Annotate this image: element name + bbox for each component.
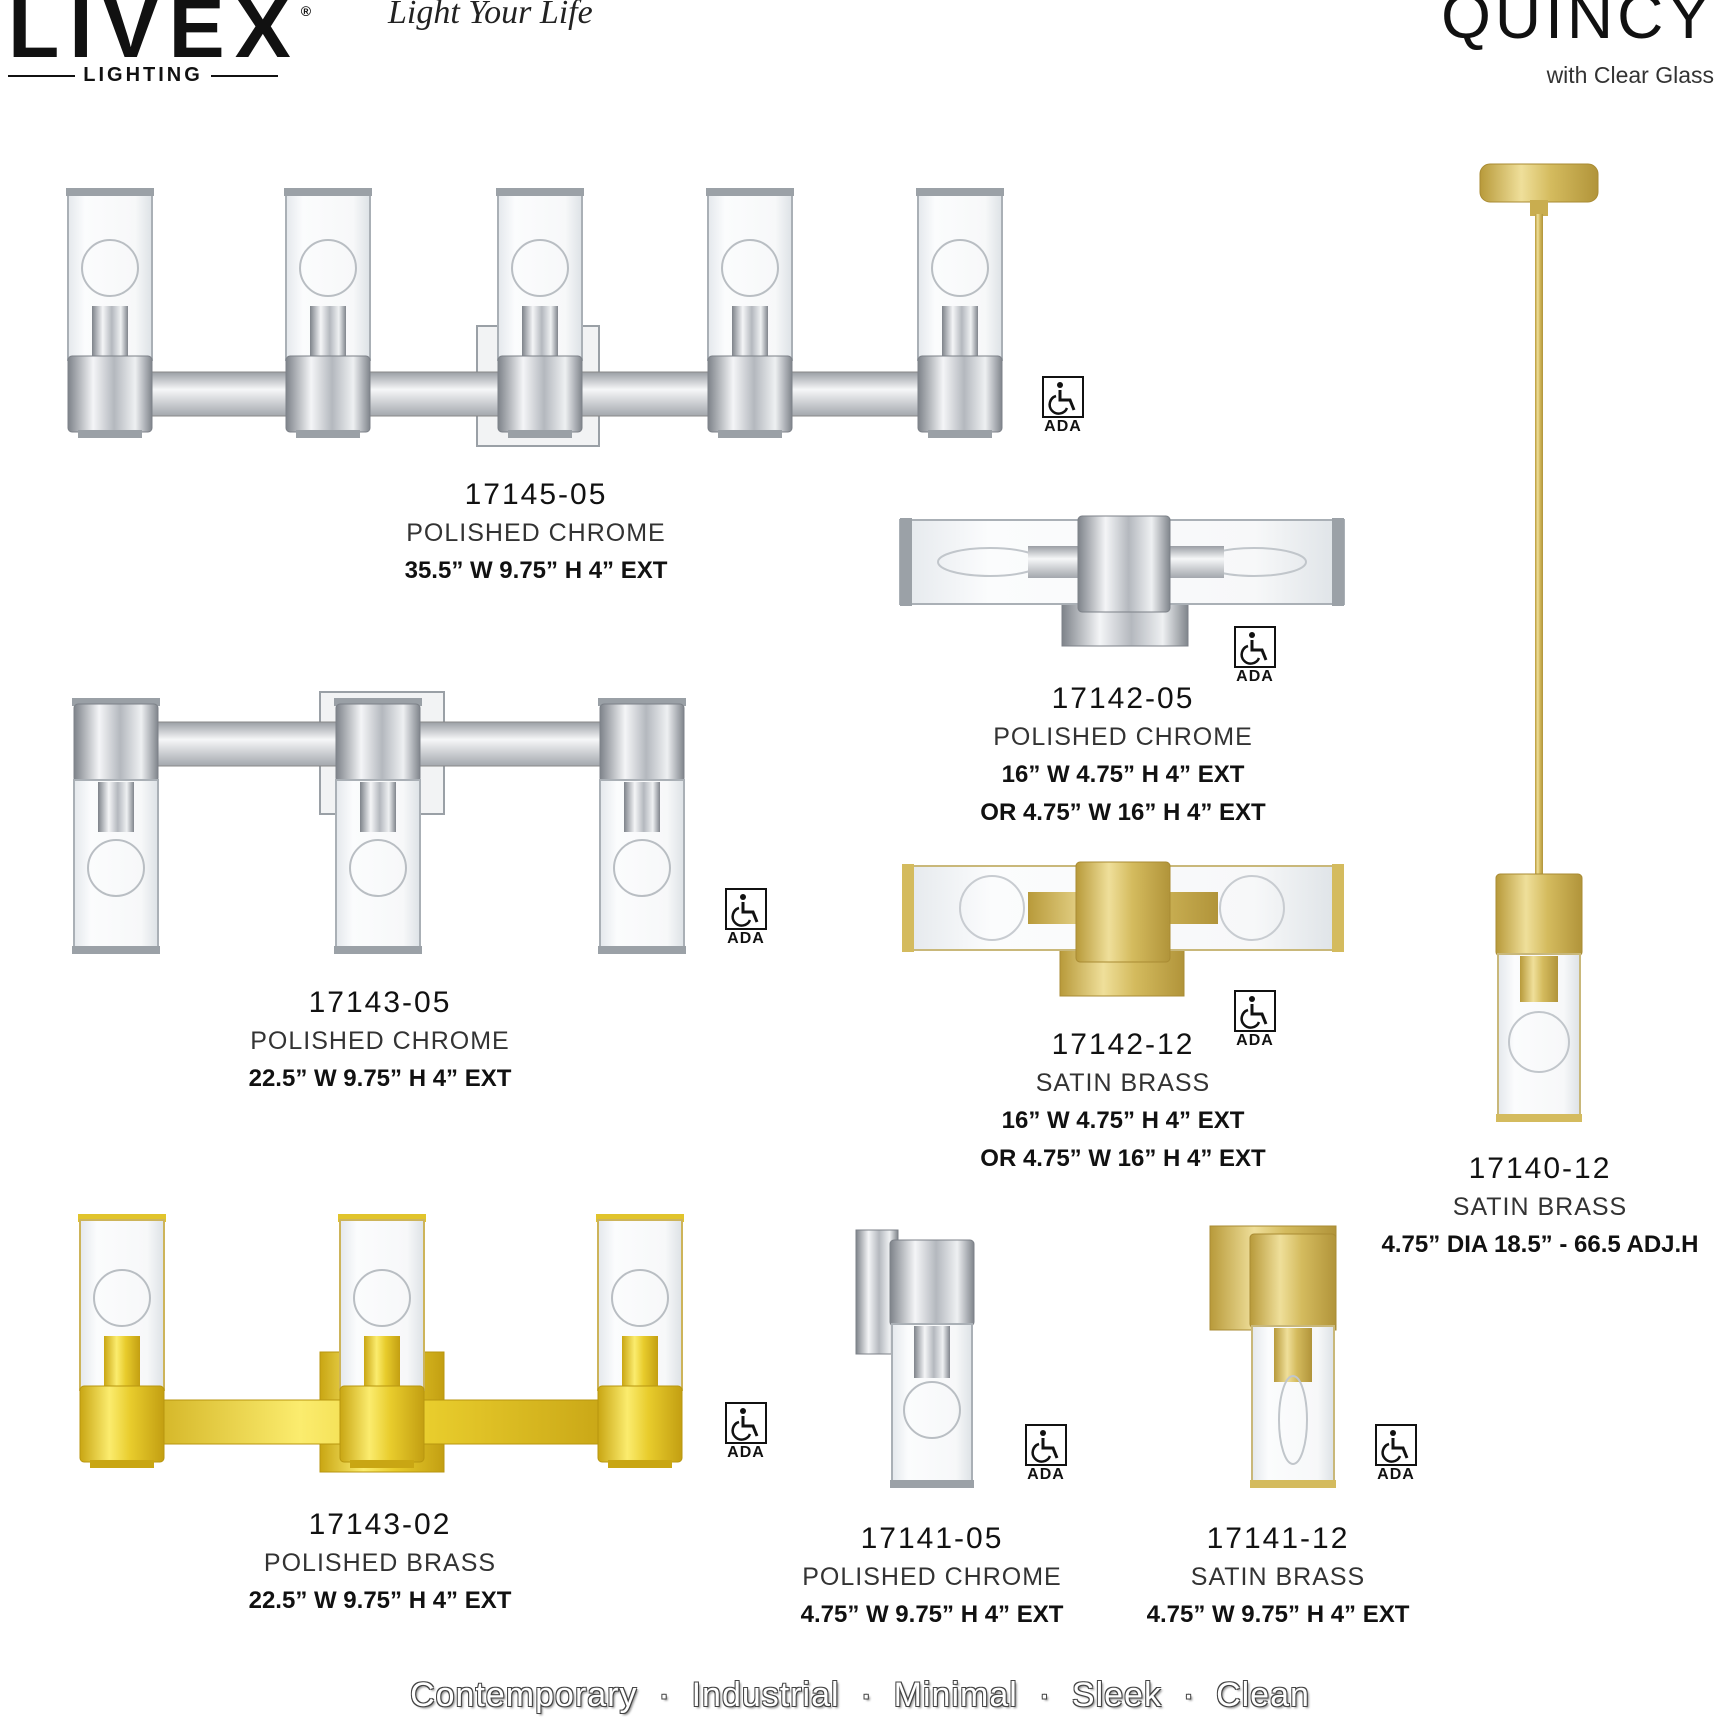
- dimensions: 22.5” W 9.75” H 4” EXT: [248, 1587, 512, 1614]
- finish-name: POLISHED CHROME: [993, 723, 1253, 751]
- dimensions: 4.75” DIA 18.5” - 66.5 ADJ.H: [1381, 1231, 1699, 1258]
- product-caption-17141-12: 17141-12 SATIN BRASS 4.75” W 9.75” H 4” …: [1147, 1520, 1410, 1634]
- fixture-17143-02: [78, 1214, 684, 1473]
- brand-sub-text: LIGHTING: [83, 64, 203, 86]
- dimensions: 4.75” W 9.75” H 4” EXT: [800, 1601, 1064, 1628]
- ada-label: ADA: [1377, 1466, 1415, 1483]
- ada-label: ADA: [727, 930, 765, 947]
- product-caption-17143-05: 17143-05 POLISHED CHROME 22.5” W 9.75” H…: [249, 984, 512, 1098]
- product-caption-17141-05: 17141-05 POLISHED CHROME 4.75” W 9.75” H…: [801, 1520, 1064, 1634]
- tagline: Light Your Life: [388, 0, 593, 31]
- ada-badge: ADA: [723, 888, 769, 948]
- ada-label: ADA: [1027, 1466, 1065, 1483]
- fixture-17141-12: [1209, 1225, 1337, 1488]
- wheelchair-icon: [1240, 996, 1268, 1029]
- product-caption-17142-05: 17142-05 POLISHED CHROME 16” W 4.75” H 4…: [980, 680, 1265, 832]
- style-keywords-footer: Contemporary · Industrial · Minimal · Sl…: [410, 1676, 1310, 1714]
- brand-name: LIVEX: [8, 0, 301, 75]
- fixture-17142-12: [902, 861, 1344, 997]
- ada-label: ADA: [1236, 1032, 1274, 1049]
- wheelchair-icon: [731, 894, 759, 927]
- model-number: 17142-05: [1051, 682, 1195, 715]
- dimensions: 4.75” W 9.75” H 4” EXT: [1146, 1601, 1410, 1628]
- finish-name: POLISHED BRASS: [263, 1549, 497, 1577]
- dimensions: 35.5” W 9.75” H 4” EXT: [404, 557, 668, 584]
- model-number: 17140-12: [1468, 1152, 1612, 1185]
- brand-logo: LIVEX®: [8, 0, 311, 70]
- model-number: 17141-05: [860, 1522, 1004, 1555]
- series-title: QUINCY: [1441, 0, 1714, 52]
- product-caption-17142-12: 17142-12 SATIN BRASS 16” W 4.75” H 4” EX…: [980, 1026, 1265, 1178]
- finish-name: SATIN BRASS: [1452, 1193, 1628, 1221]
- ada-badge: ADA: [1023, 1424, 1069, 1484]
- fixture-17142-05: [899, 515, 1345, 647]
- wheelchair-icon: [731, 1408, 759, 1441]
- dimensions: 22.5” W 9.75” H 4” EXT: [248, 1065, 512, 1092]
- ada-badge: ADA: [1232, 990, 1278, 1050]
- model-number: 17145-05: [464, 478, 608, 511]
- finish-name: SATIN BRASS: [1190, 1563, 1366, 1591]
- finish-name: POLISHED CHROME: [406, 519, 666, 547]
- model-number: 17141-12: [1206, 1522, 1350, 1555]
- product-caption-17145-05: 17145-05 POLISHED CHROME 35.5” W 9.75” H…: [405, 476, 668, 590]
- ada-badge: ADA: [1040, 376, 1086, 436]
- wheelchair-icon: [1031, 1430, 1059, 1463]
- ada-badge: ADA: [723, 1402, 769, 1462]
- dimensions: 16” W 4.75” H 4” EXT: [1001, 1107, 1245, 1134]
- registered-mark: ®: [300, 3, 312, 19]
- series-subtitle: with Clear Glass: [1546, 62, 1714, 88]
- dimensions: 16” W 4.75” H 4” EXT: [1001, 761, 1245, 788]
- fixture-17143-05: [72, 691, 686, 954]
- wheelchair-icon: [1048, 382, 1076, 415]
- wheelchair-icon: [1381, 1430, 1409, 1463]
- ada-badge: ADA: [1373, 1424, 1419, 1484]
- finish-name: SATIN BRASS: [1035, 1069, 1211, 1097]
- product-caption-17140-12: 17140-12 SATIN BRASS 4.75” DIA 18.5” - 6…: [1381, 1150, 1698, 1264]
- model-number: 17143-05: [308, 986, 452, 1019]
- product-caption-17143-02: 17143-02 POLISHED BRASS 22.5” W 9.75” H …: [249, 1506, 512, 1620]
- finish-name: POLISHED CHROME: [250, 1027, 510, 1055]
- dimensions-alt: OR 4.75” W 16” H 4” EXT: [980, 1145, 1266, 1172]
- brand-subtitle: LIGHTING: [8, 64, 279, 87]
- model-number: 17143-02: [308, 1508, 452, 1541]
- ada-label: ADA: [1236, 668, 1274, 685]
- fixture-17140-12: [1479, 163, 1599, 1122]
- finish-name: POLISHED CHROME: [802, 1563, 1062, 1591]
- fixture-17145-05-lights: [66, 188, 1004, 438]
- ada-badge: ADA: [1232, 626, 1278, 686]
- wheelchair-icon: [1240, 632, 1268, 665]
- model-number: 17142-12: [1051, 1028, 1195, 1061]
- ada-label: ADA: [727, 1444, 765, 1461]
- ada-label: ADA: [1044, 418, 1082, 435]
- fixture-17141-05: [855, 1229, 975, 1488]
- dimensions-alt: OR 4.75” W 16” H 4” EXT: [980, 799, 1266, 826]
